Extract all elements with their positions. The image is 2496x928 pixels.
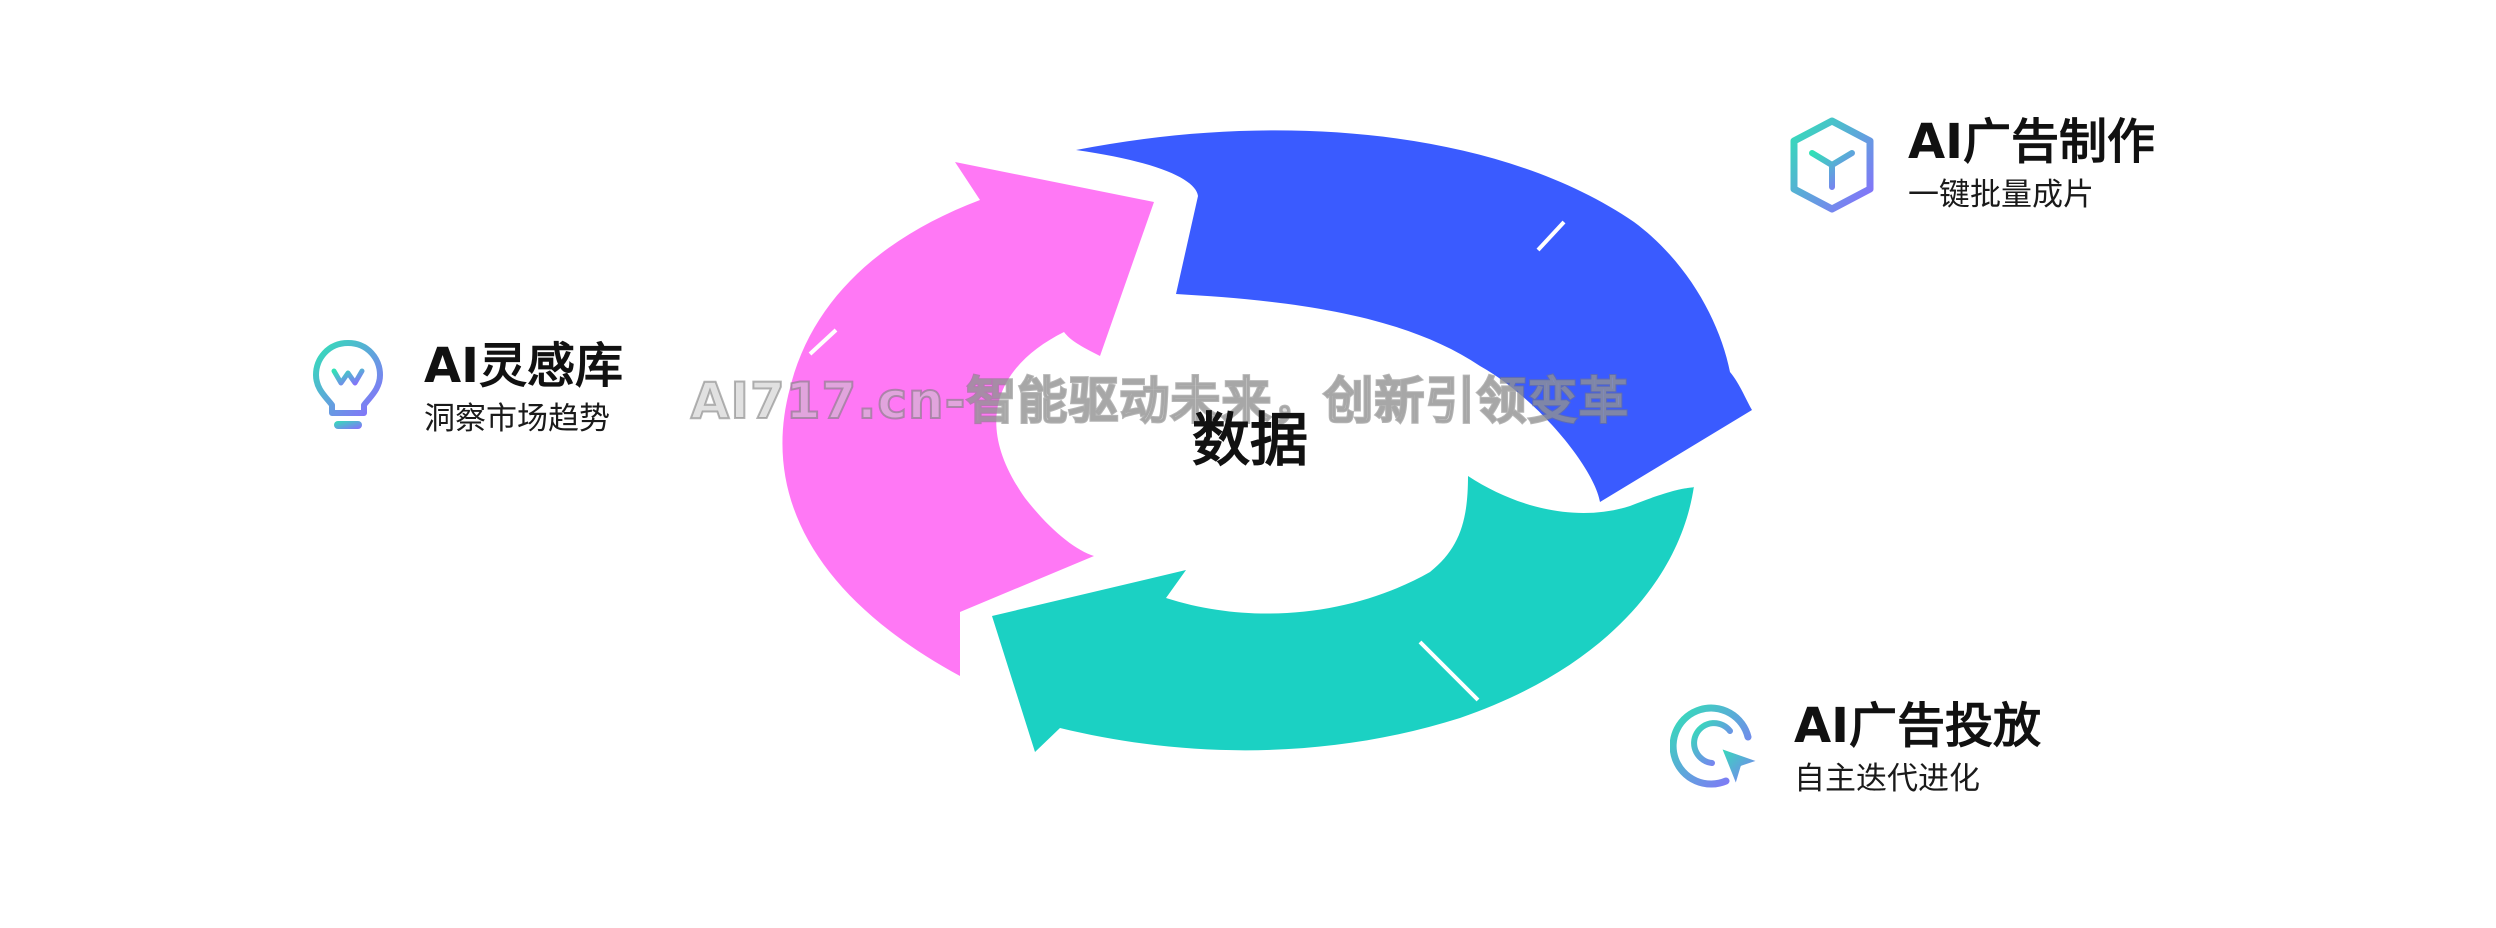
center-label: 数据: [1191, 406, 1308, 474]
lightbulb-icon: [313, 340, 383, 429]
pink-tick: [808, 328, 838, 356]
pink-arrow: [782, 162, 1154, 676]
node-delivery: AI广告投放 自主迭代进化: [1670, 696, 2041, 802]
node-title: AI广告制作: [1908, 114, 2156, 170]
blue-tick: [1536, 220, 1566, 252]
node-subtitle: 一键批量成片: [1908, 177, 2094, 213]
node-subtitle: 自主迭代进化: [1794, 761, 1980, 797]
target-cursor-icon: [1670, 704, 1762, 789]
teal-tick: [1418, 640, 1480, 702]
cube-icon: [1790, 117, 1874, 213]
node-subtitle: 洞察市场趋势: [424, 401, 610, 437]
node-creation: AI广告制作 一键批量成片: [1786, 112, 2155, 218]
node-title: AI灵感库: [424, 338, 624, 394]
teal-arrow: [992, 476, 1694, 752]
node-title: AI广告投放: [1794, 698, 2042, 754]
watermark-text: AI717.cn-智能驱动未来，创新引领变革: [690, 371, 1630, 431]
blue-arrow: [1076, 130, 1752, 503]
node-inspiration: AI灵感库 洞察市场趋势: [308, 336, 623, 442]
